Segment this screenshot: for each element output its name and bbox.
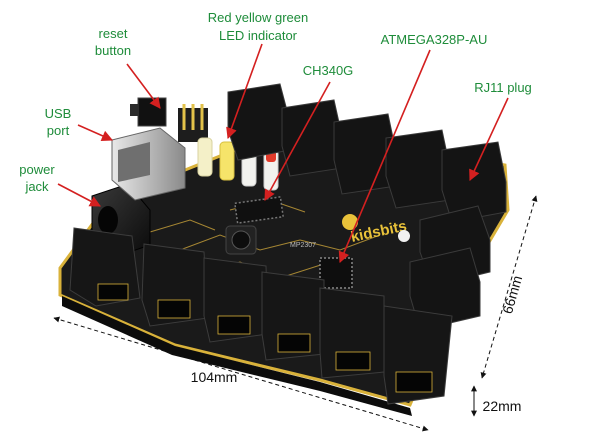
mounting-hole xyxy=(398,230,410,242)
pointer-arrows xyxy=(57,43,509,264)
width-dimension: 104mm xyxy=(191,369,238,385)
usb-chip-label: CH340G xyxy=(303,63,354,78)
dimension-labels: 104mm 66mm 22mm xyxy=(191,274,526,414)
height-dimension: 22mm xyxy=(483,398,522,414)
reset-label-line2: button xyxy=(95,43,131,58)
led-label-line2: LED indicator xyxy=(219,28,298,43)
component-labels: reset button Red yellow green LED indica… xyxy=(19,10,532,194)
depth-dimension: 66mm xyxy=(499,274,525,316)
ch340g-chip xyxy=(233,196,285,224)
reset-label-line1: reset xyxy=(99,26,128,41)
rj11-jacks-right xyxy=(409,205,491,331)
led-label-line1: Red yellow green xyxy=(208,10,308,25)
inductor xyxy=(225,225,257,255)
rj11-label: RJ11 plug xyxy=(474,80,532,95)
reset-button xyxy=(130,97,167,127)
power-label-line1: power xyxy=(19,162,55,177)
header-pins xyxy=(178,104,208,142)
chip-marking: MP2307 xyxy=(290,242,316,249)
usb-port xyxy=(111,127,186,201)
dimension-lines xyxy=(53,195,538,432)
rj11-jacks-back xyxy=(227,83,507,223)
usb-label-line1: USB xyxy=(45,106,72,121)
mcu-label: ATMEGA328P-AU xyxy=(381,32,488,47)
atmega-chip xyxy=(319,257,353,289)
power-label-line2: jack xyxy=(24,179,49,194)
usb-label-line2: port xyxy=(47,123,70,138)
